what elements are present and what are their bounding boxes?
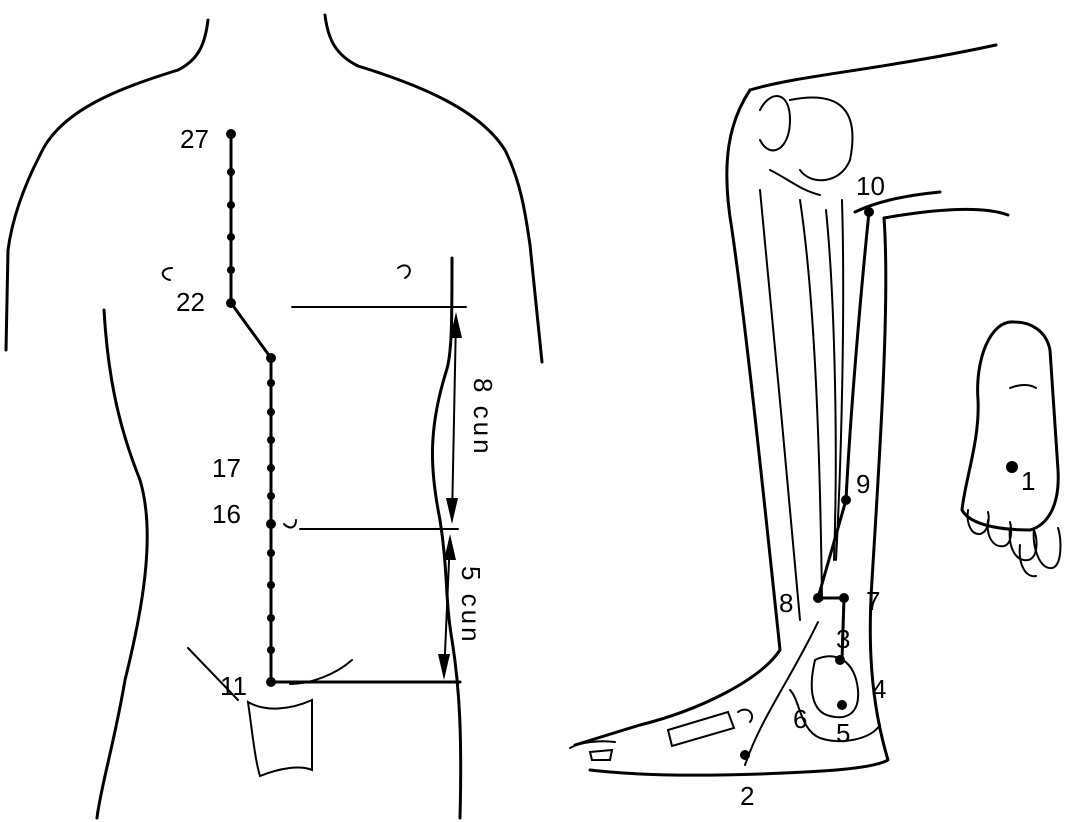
femur-head bbox=[760, 96, 790, 150]
point-3-dot bbox=[835, 655, 845, 665]
point-2-dot bbox=[740, 750, 750, 760]
label-2: 2 bbox=[740, 781, 754, 811]
point-5-dot bbox=[837, 700, 847, 710]
label-1: 1 bbox=[1021, 466, 1035, 496]
toe-4 bbox=[1034, 528, 1061, 568]
meridian-dot bbox=[267, 436, 275, 444]
pubic-outline bbox=[248, 700, 312, 776]
kidney-meridian-torso bbox=[226, 129, 460, 687]
torso-figure bbox=[6, 15, 542, 818]
meridian-dot bbox=[267, 614, 275, 622]
label-5-cun: 5 cun bbox=[456, 566, 486, 645]
arrow-5cun-head-bottom bbox=[438, 654, 450, 680]
meridian-dot bbox=[267, 379, 275, 387]
neck-right bbox=[325, 15, 358, 66]
sole-outline bbox=[962, 322, 1058, 530]
label-27: 27 bbox=[180, 124, 209, 154]
label-10: 10 bbox=[856, 171, 885, 201]
toe-nail bbox=[590, 750, 612, 760]
arch-mark bbox=[1010, 385, 1036, 388]
sole-line bbox=[745, 622, 818, 765]
point-10-dot bbox=[864, 207, 874, 217]
arrow-8cun-shaft bbox=[452, 318, 456, 520]
foot-bone-2 bbox=[738, 710, 752, 722]
label-17: 17 bbox=[212, 453, 241, 483]
navel-mark bbox=[284, 520, 296, 527]
label-4: 4 bbox=[872, 674, 886, 704]
point-7-dot bbox=[839, 593, 849, 603]
fibula-right bbox=[836, 200, 843, 560]
measurement-guides bbox=[292, 307, 466, 680]
fibula-left bbox=[826, 210, 836, 560]
shoulder-left bbox=[6, 70, 178, 350]
label-9: 9 bbox=[856, 469, 870, 499]
label-8: 8 bbox=[779, 588, 793, 618]
label-5: 5 bbox=[836, 718, 850, 748]
meridian-dot bbox=[227, 168, 235, 176]
point-27-dot bbox=[226, 129, 236, 139]
point-9-dot bbox=[841, 495, 851, 505]
arrow-8cun-head-bottom bbox=[446, 498, 458, 524]
shin-front bbox=[575, 90, 780, 745]
pelvic-curve bbox=[290, 660, 352, 684]
point-11-dot bbox=[266, 677, 276, 687]
meridian-dot bbox=[266, 353, 276, 363]
label-6: 6 bbox=[793, 704, 807, 734]
flank-left bbox=[97, 310, 147, 818]
sole-figure bbox=[962, 322, 1060, 576]
nipple-left-mark bbox=[163, 268, 172, 280]
label-7: 7 bbox=[866, 586, 880, 616]
meridian-dot bbox=[267, 646, 275, 654]
meridian-dot bbox=[267, 408, 275, 416]
label-11: 11 bbox=[220, 671, 247, 701]
shoulder-right bbox=[358, 66, 542, 362]
point-16-dot bbox=[266, 519, 276, 529]
meridian-dot bbox=[227, 233, 235, 241]
toe-outline bbox=[570, 741, 615, 748]
label-3: 3 bbox=[836, 624, 850, 654]
thigh-top bbox=[750, 45, 996, 90]
meridian-dot bbox=[227, 266, 235, 274]
meridian-dot bbox=[227, 201, 235, 209]
label-16: 16 bbox=[212, 499, 241, 529]
point-22-dot bbox=[226, 298, 236, 308]
nipple-right-mark bbox=[398, 265, 410, 278]
ankle-bone bbox=[812, 656, 858, 717]
label-22: 22 bbox=[176, 287, 205, 317]
meridian-dot bbox=[267, 549, 275, 557]
leg-figure bbox=[570, 45, 1008, 775]
kidney-meridian-leg bbox=[740, 207, 874, 760]
point-8-dot bbox=[813, 593, 823, 603]
point-1-dot bbox=[1006, 461, 1018, 473]
meridian-dot bbox=[267, 492, 275, 500]
toe-2 bbox=[988, 520, 1011, 546]
patella bbox=[790, 98, 853, 181]
toe-3 bbox=[1010, 528, 1037, 560]
tibia-left bbox=[760, 190, 800, 620]
tibia-right bbox=[800, 200, 822, 600]
calf-back-upper bbox=[884, 209, 1008, 218]
knee-joint bbox=[770, 170, 820, 195]
neck-left bbox=[178, 20, 208, 70]
foot-bone-1 bbox=[668, 712, 734, 746]
arrow-5cun-head-top bbox=[444, 534, 456, 560]
meridian-line-torso bbox=[231, 134, 460, 682]
meridian-dot bbox=[267, 581, 275, 589]
label-8-cun: 8 cun bbox=[468, 378, 498, 457]
point-17-dot bbox=[267, 464, 275, 472]
